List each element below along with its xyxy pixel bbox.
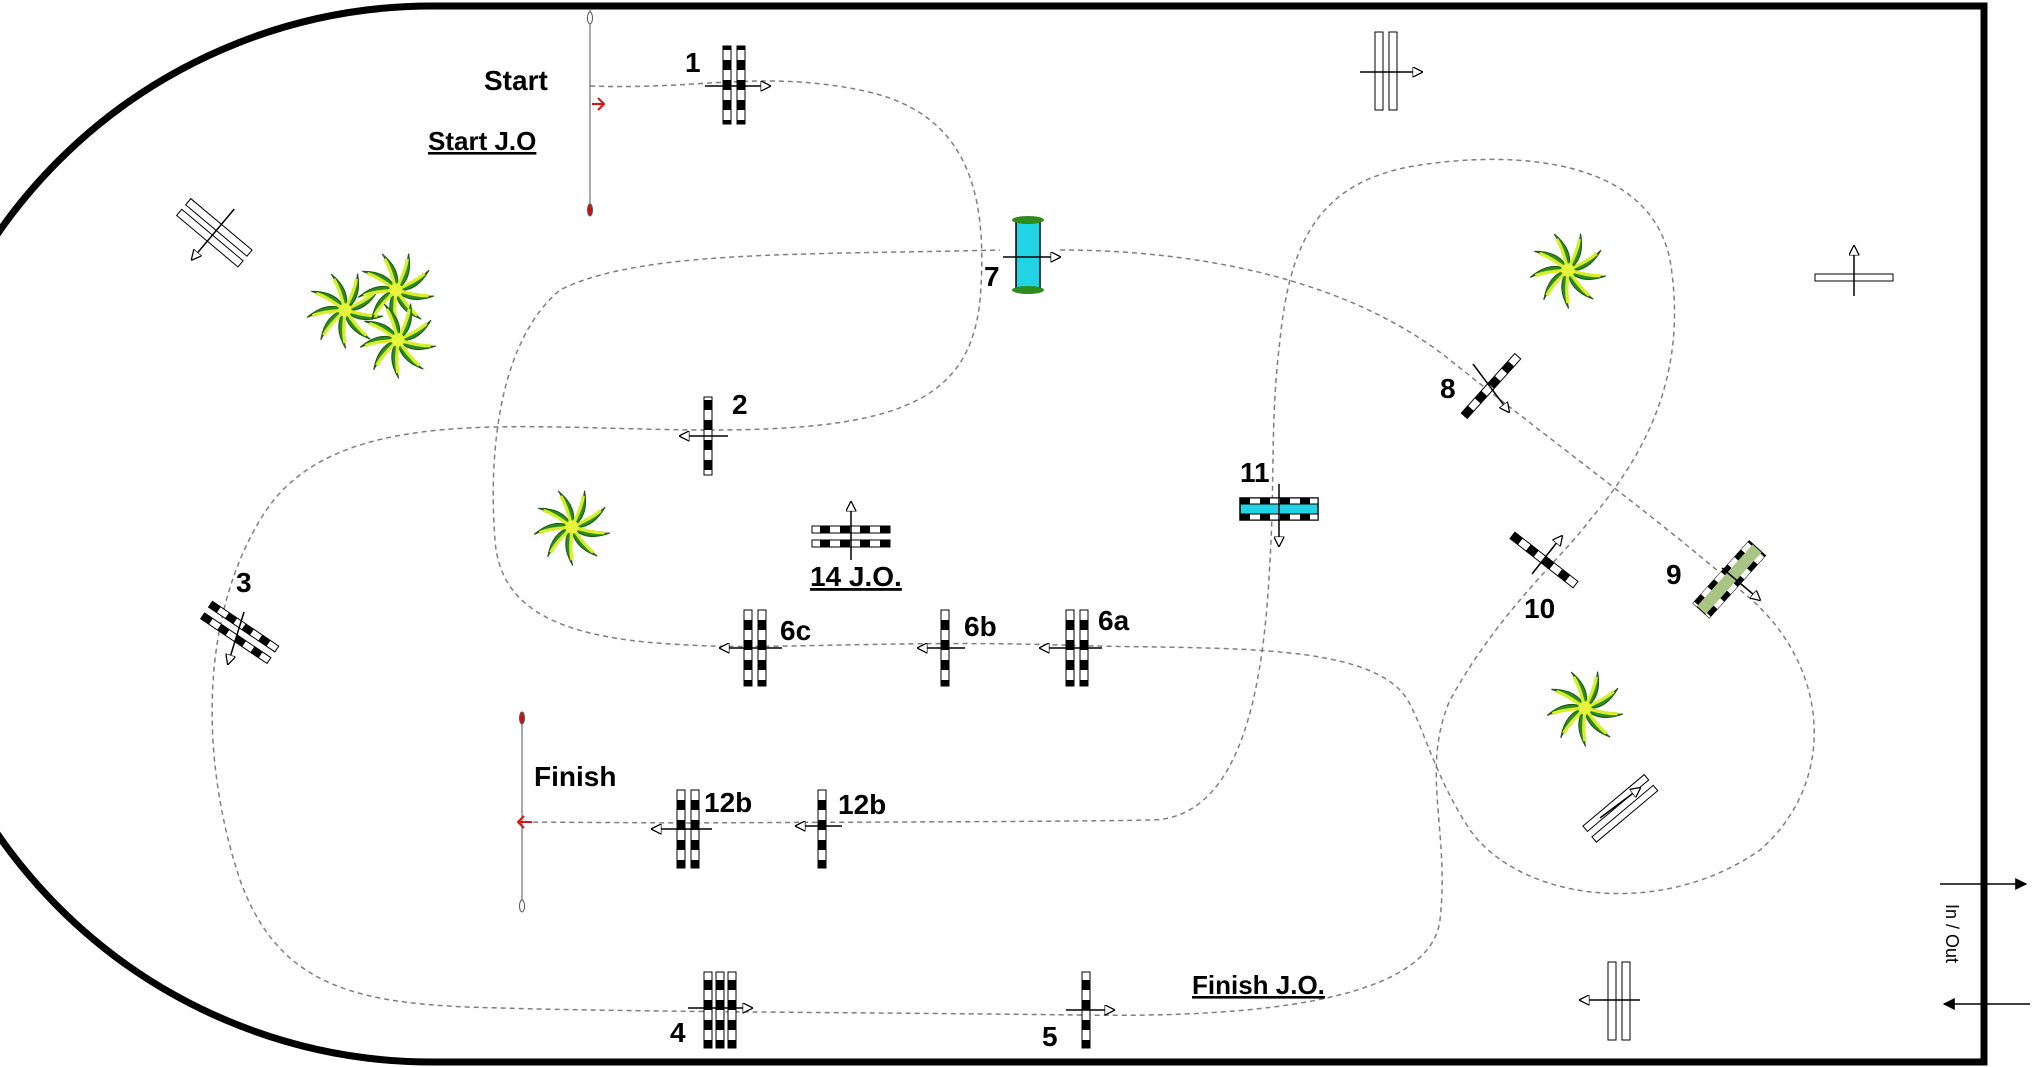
fence-number-10: 10 xyxy=(1524,593,1555,624)
fence-number-3: 3 xyxy=(236,567,252,598)
arena-border xyxy=(0,2,1988,1066)
finish-label: Finish xyxy=(534,761,616,792)
fence-number-1: 1 xyxy=(685,47,701,78)
course-route xyxy=(211,80,1676,1017)
fence-11 xyxy=(1239,484,1319,546)
fence-7-water xyxy=(1003,216,1060,294)
fence-number-11: 11 xyxy=(1240,457,1270,488)
practice-fence-left xyxy=(175,197,253,268)
start-flag-icon xyxy=(592,97,606,111)
fence-1 xyxy=(705,45,770,125)
fence-8 xyxy=(1460,352,1522,420)
fence-number-6b: 6b xyxy=(964,611,997,642)
fence-12b-right xyxy=(796,789,842,869)
fence-number-12b-left: 12b xyxy=(704,787,752,818)
practice-fence-right xyxy=(1814,246,1894,296)
in-out-label: In / Out xyxy=(1942,904,1962,963)
fence-number-9: 9 xyxy=(1666,559,1682,590)
fence-number-6a: 6a xyxy=(1098,605,1130,636)
practice-fence-top xyxy=(1360,31,1422,111)
fence-number-6c: 6c xyxy=(780,615,811,646)
finish-flag-icon xyxy=(516,815,532,829)
jo14-label: 14 J.O. xyxy=(810,561,902,592)
fence-4 xyxy=(688,971,752,1049)
practice-fence-bottom-right xyxy=(1580,961,1640,1041)
fence-number-4: 4 xyxy=(670,1017,686,1048)
fence-9 xyxy=(1692,540,1767,619)
finish-jo-label: Finish J.O. xyxy=(1192,970,1325,1000)
fence-number-7: 7 xyxy=(984,261,1000,292)
fence-2 xyxy=(680,396,728,476)
fence-number-5: 5 xyxy=(1042,1021,1058,1052)
fence-12b-left xyxy=(652,789,712,869)
fence-number-2: 2 xyxy=(732,389,748,420)
fence-number-8: 8 xyxy=(1440,373,1456,404)
fence-14-jo xyxy=(811,502,891,560)
fence-6b xyxy=(918,609,965,687)
start-jo-label: Start J.O xyxy=(428,126,536,156)
fence-number-12b-right: 12b xyxy=(838,789,886,820)
fence-6c xyxy=(720,609,782,687)
fence-5 xyxy=(1066,971,1114,1049)
start-label: Start xyxy=(484,65,548,96)
fence-6a xyxy=(1040,609,1102,687)
course-route-2 xyxy=(492,249,1815,895)
